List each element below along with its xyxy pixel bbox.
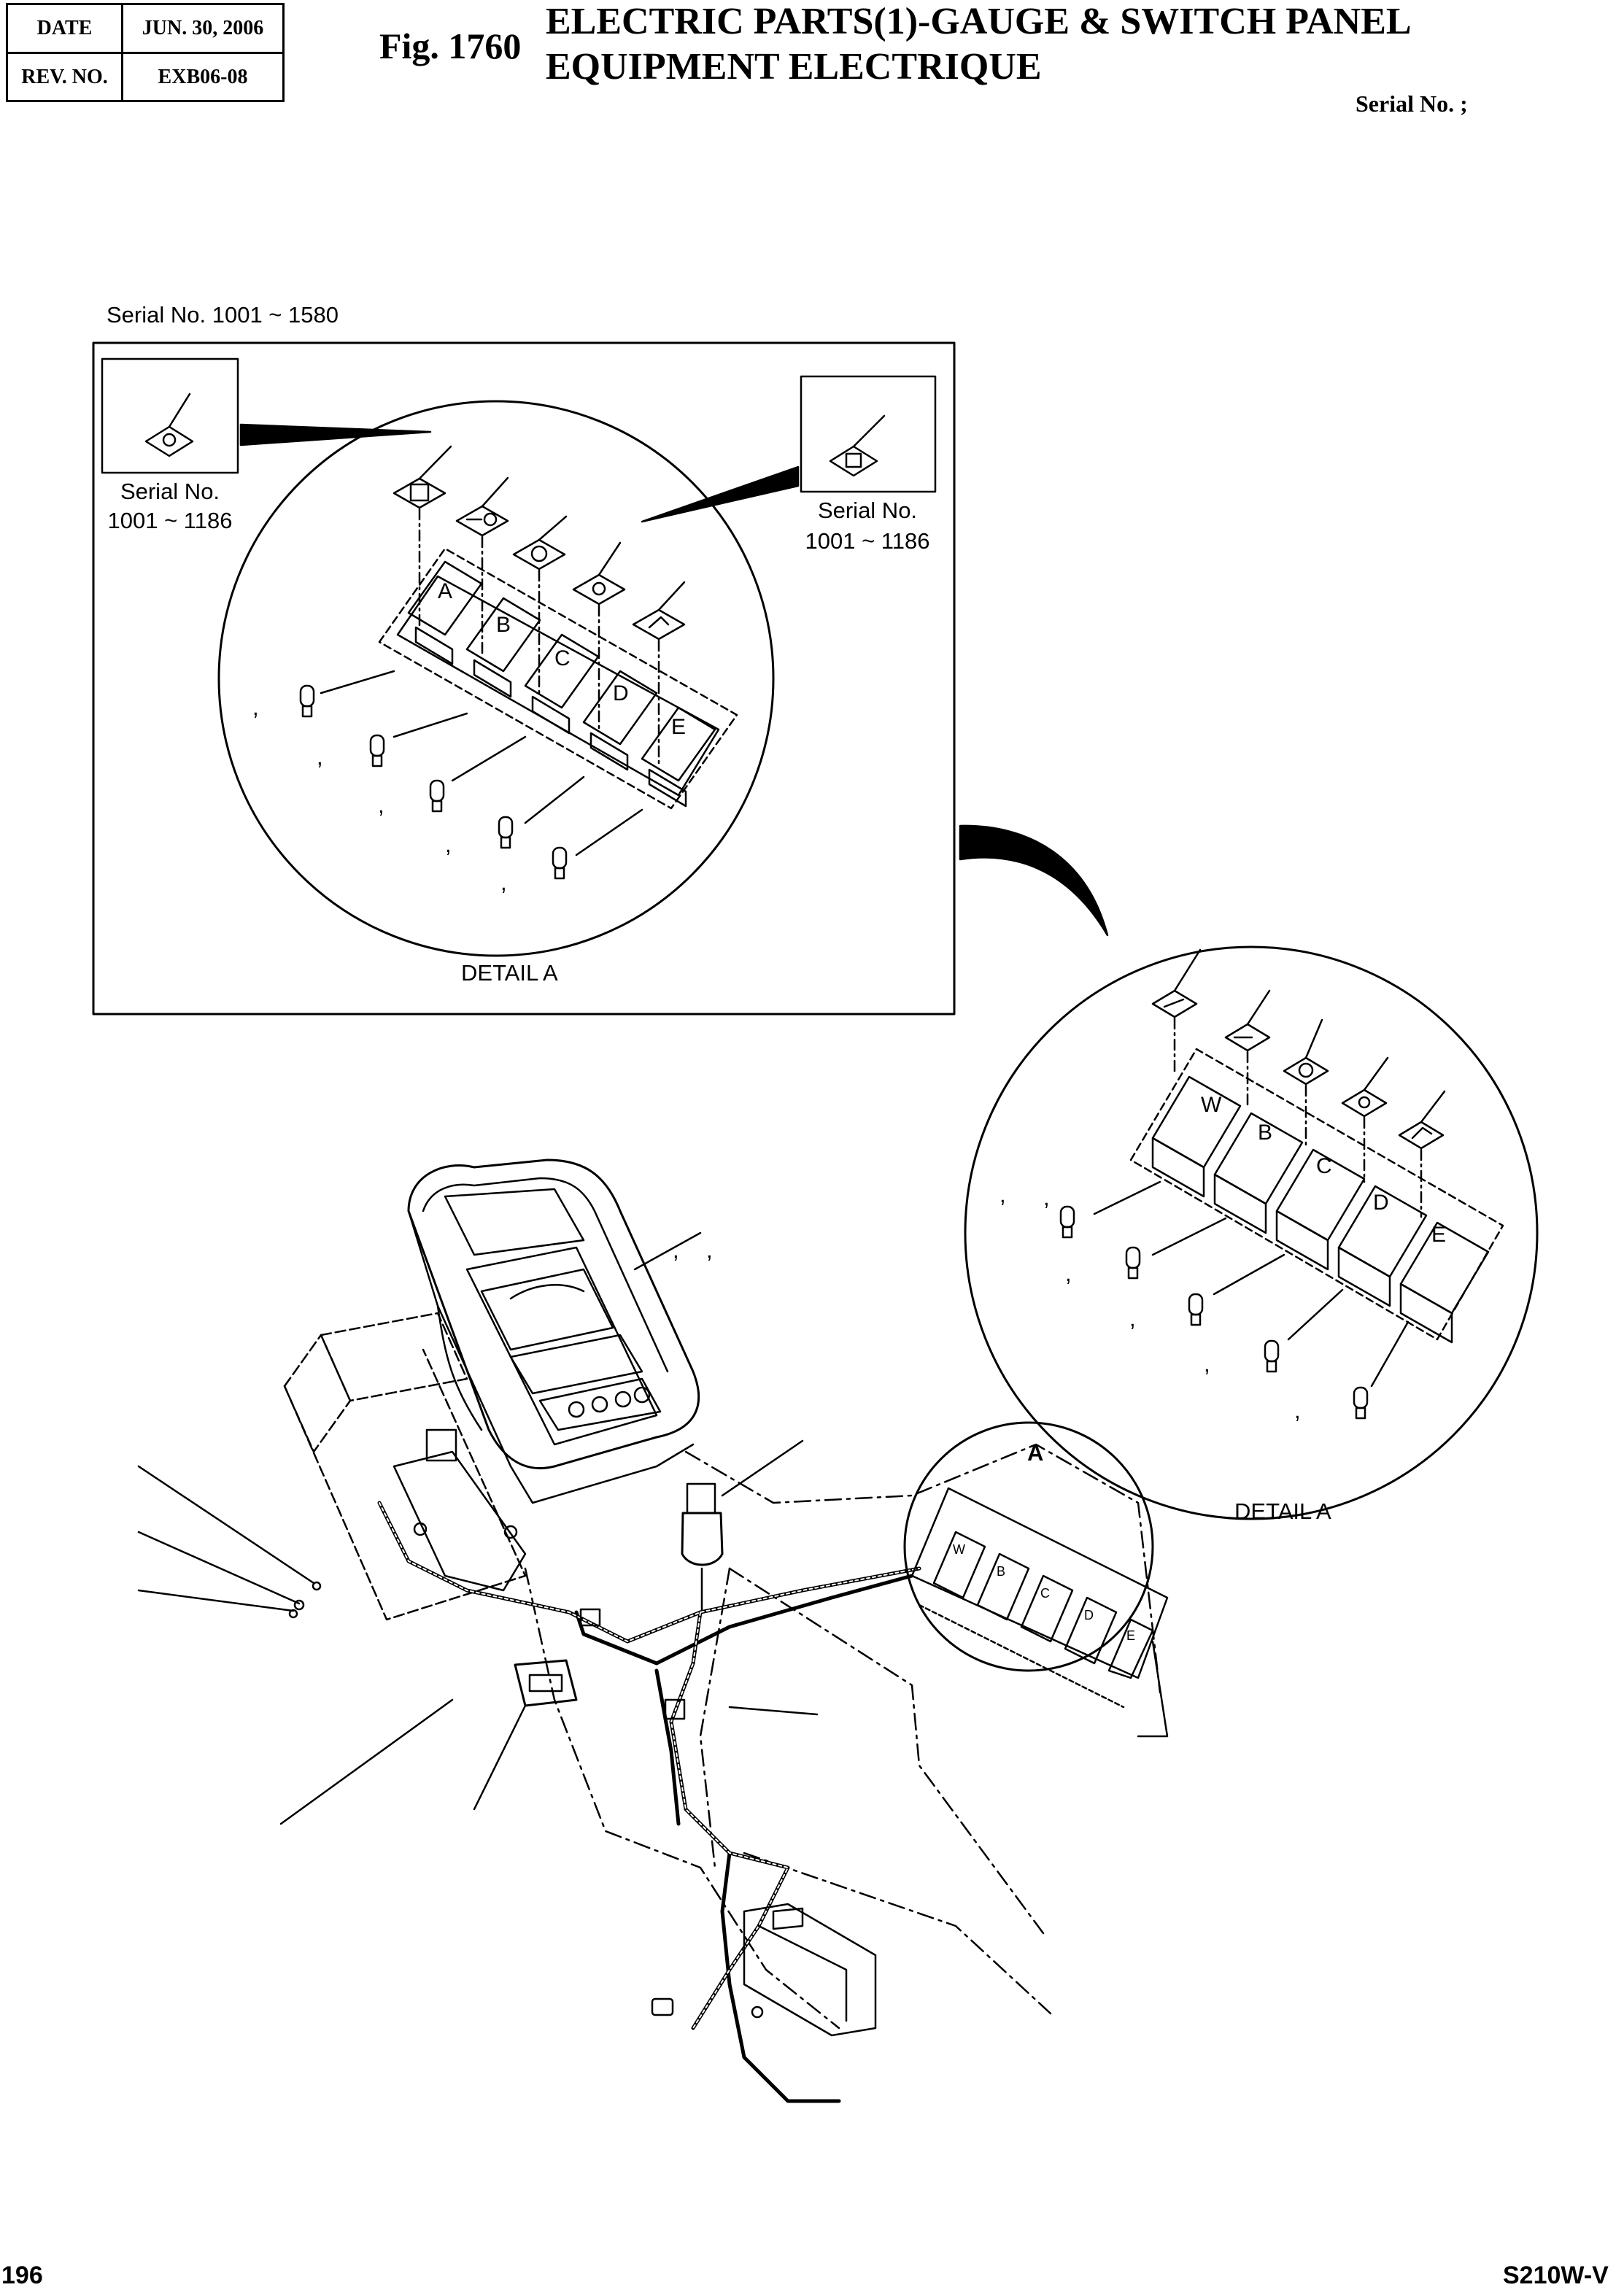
inset-left-serial-range: 1001 ~ 1186	[107, 508, 233, 533]
comma-mark: ,	[1043, 1185, 1050, 1210]
inset-right-serial-label: Serial No.	[817, 498, 918, 523]
switch-letter: B	[1258, 1121, 1272, 1145]
rev-label: REV. NO.	[21, 65, 108, 88]
comma-mark: ,	[500, 870, 507, 895]
switch-letters: A B C D E W B C D E	[438, 579, 1446, 1247]
detail-a-circle	[217, 400, 775, 957]
switch-letter: D	[613, 681, 629, 705]
page-number: 196	[1, 2262, 43, 2289]
switch-letter: A	[438, 579, 452, 603]
switch-letter: E	[671, 715, 686, 739]
symbol-plates-right	[1151, 948, 1446, 1150]
switch-letter: C	[554, 646, 571, 670]
date-label: DATE	[36, 17, 93, 39]
switch-letter: C	[1040, 1586, 1050, 1601]
detail-a-frame	[92, 341, 956, 1016]
relay	[473, 1659, 578, 1811]
comma-mark: ,	[673, 1237, 679, 1263]
switch-letter: E	[1126, 1628, 1135, 1643]
comma-mark: ,	[1294, 1398, 1301, 1423]
wiper-icon	[829, 445, 878, 477]
page-title: ELECTRIC PARTS(1)-GAUGE & SWITCH PANEL	[546, 1, 1412, 42]
leader-lines	[137, 1465, 819, 1825]
figure-number: Fig. 1760	[379, 26, 522, 66]
callout-a-label: A	[1027, 1440, 1044, 1466]
bracket	[283, 1312, 527, 1621]
table-divider	[8, 52, 282, 54]
duct	[743, 1903, 877, 2037]
date-value: JUN. 30, 2006	[142, 17, 264, 39]
inset-right-frame	[800, 375, 937, 493]
comma-mark: ,	[445, 832, 452, 857]
comma-mark: ,	[1129, 1306, 1136, 1331]
screws	[288, 1581, 322, 1619]
detail-a-caption-right: DETAIL A	[1234, 1498, 1331, 1524]
comma-mark: ,	[1065, 1261, 1072, 1286]
wiring-harness	[377, 1501, 921, 2103]
mini-switch-letters: W B C D E	[953, 1542, 1135, 1643]
comma-mark: ,	[378, 792, 384, 818]
page-subtitle: EQUIPMENT ELECTRIQUE	[546, 46, 1042, 88]
console-outline	[524, 1443, 1161, 2030]
inset-left-frame	[101, 357, 239, 474]
pointer-wedge	[239, 423, 432, 446]
switch-letter: D	[1373, 1191, 1389, 1215]
comma-mark: ,	[317, 744, 323, 770]
model-number: S210W-V	[1503, 2262, 1609, 2289]
switch-letter: E	[1431, 1223, 1446, 1247]
switch-bank-right	[1129, 1017, 1504, 1344]
detail-a-caption: DETAIL A	[461, 960, 558, 986]
connectors	[579, 1608, 686, 2016]
rev-value: EXB06-08	[158, 65, 248, 88]
switch-letter: W	[953, 1542, 965, 1557]
wiring-harness-inner	[379, 1502, 920, 2029]
pointer-wedge	[641, 465, 800, 523]
switch-letter: W	[1201, 1093, 1222, 1117]
detail-pointer	[959, 824, 1109, 937]
bulbs-right	[1059, 1180, 1410, 1420]
serial-range-label: Serial No. 1001 ~ 1580	[107, 302, 339, 328]
comma-mark: ,	[999, 1182, 1006, 1207]
bulbs-top	[299, 670, 643, 880]
inset-right-serial-range: 1001 ~ 1186	[805, 528, 930, 554]
mini-switch-panel	[903, 1421, 1169, 1738]
revision-table: DATE JUN. 30, 2006 REV. NO. EXB06-08	[6, 3, 285, 102]
symbol-plates-top	[393, 445, 686, 641]
switch-bank-top	[378, 508, 738, 810]
switch-letter: B	[496, 613, 511, 637]
switch-letter: B	[997, 1564, 1005, 1579]
pressure-sensor	[681, 1439, 804, 1614]
comma-mark: ,	[252, 695, 259, 720]
work-light-icon	[144, 425, 194, 457]
inset-left-serial-label: Serial No.	[120, 479, 220, 504]
comma-mark: ,	[1204, 1351, 1210, 1377]
comma-mark: ,	[706, 1237, 713, 1263]
detail-a-circle-right	[964, 945, 1539, 1520]
gauge-panel	[407, 1158, 702, 1504]
serial-header: Serial No. ;	[1356, 90, 1468, 117]
switch-letter: D	[1084, 1608, 1094, 1622]
switch-letter: C	[1316, 1154, 1332, 1178]
